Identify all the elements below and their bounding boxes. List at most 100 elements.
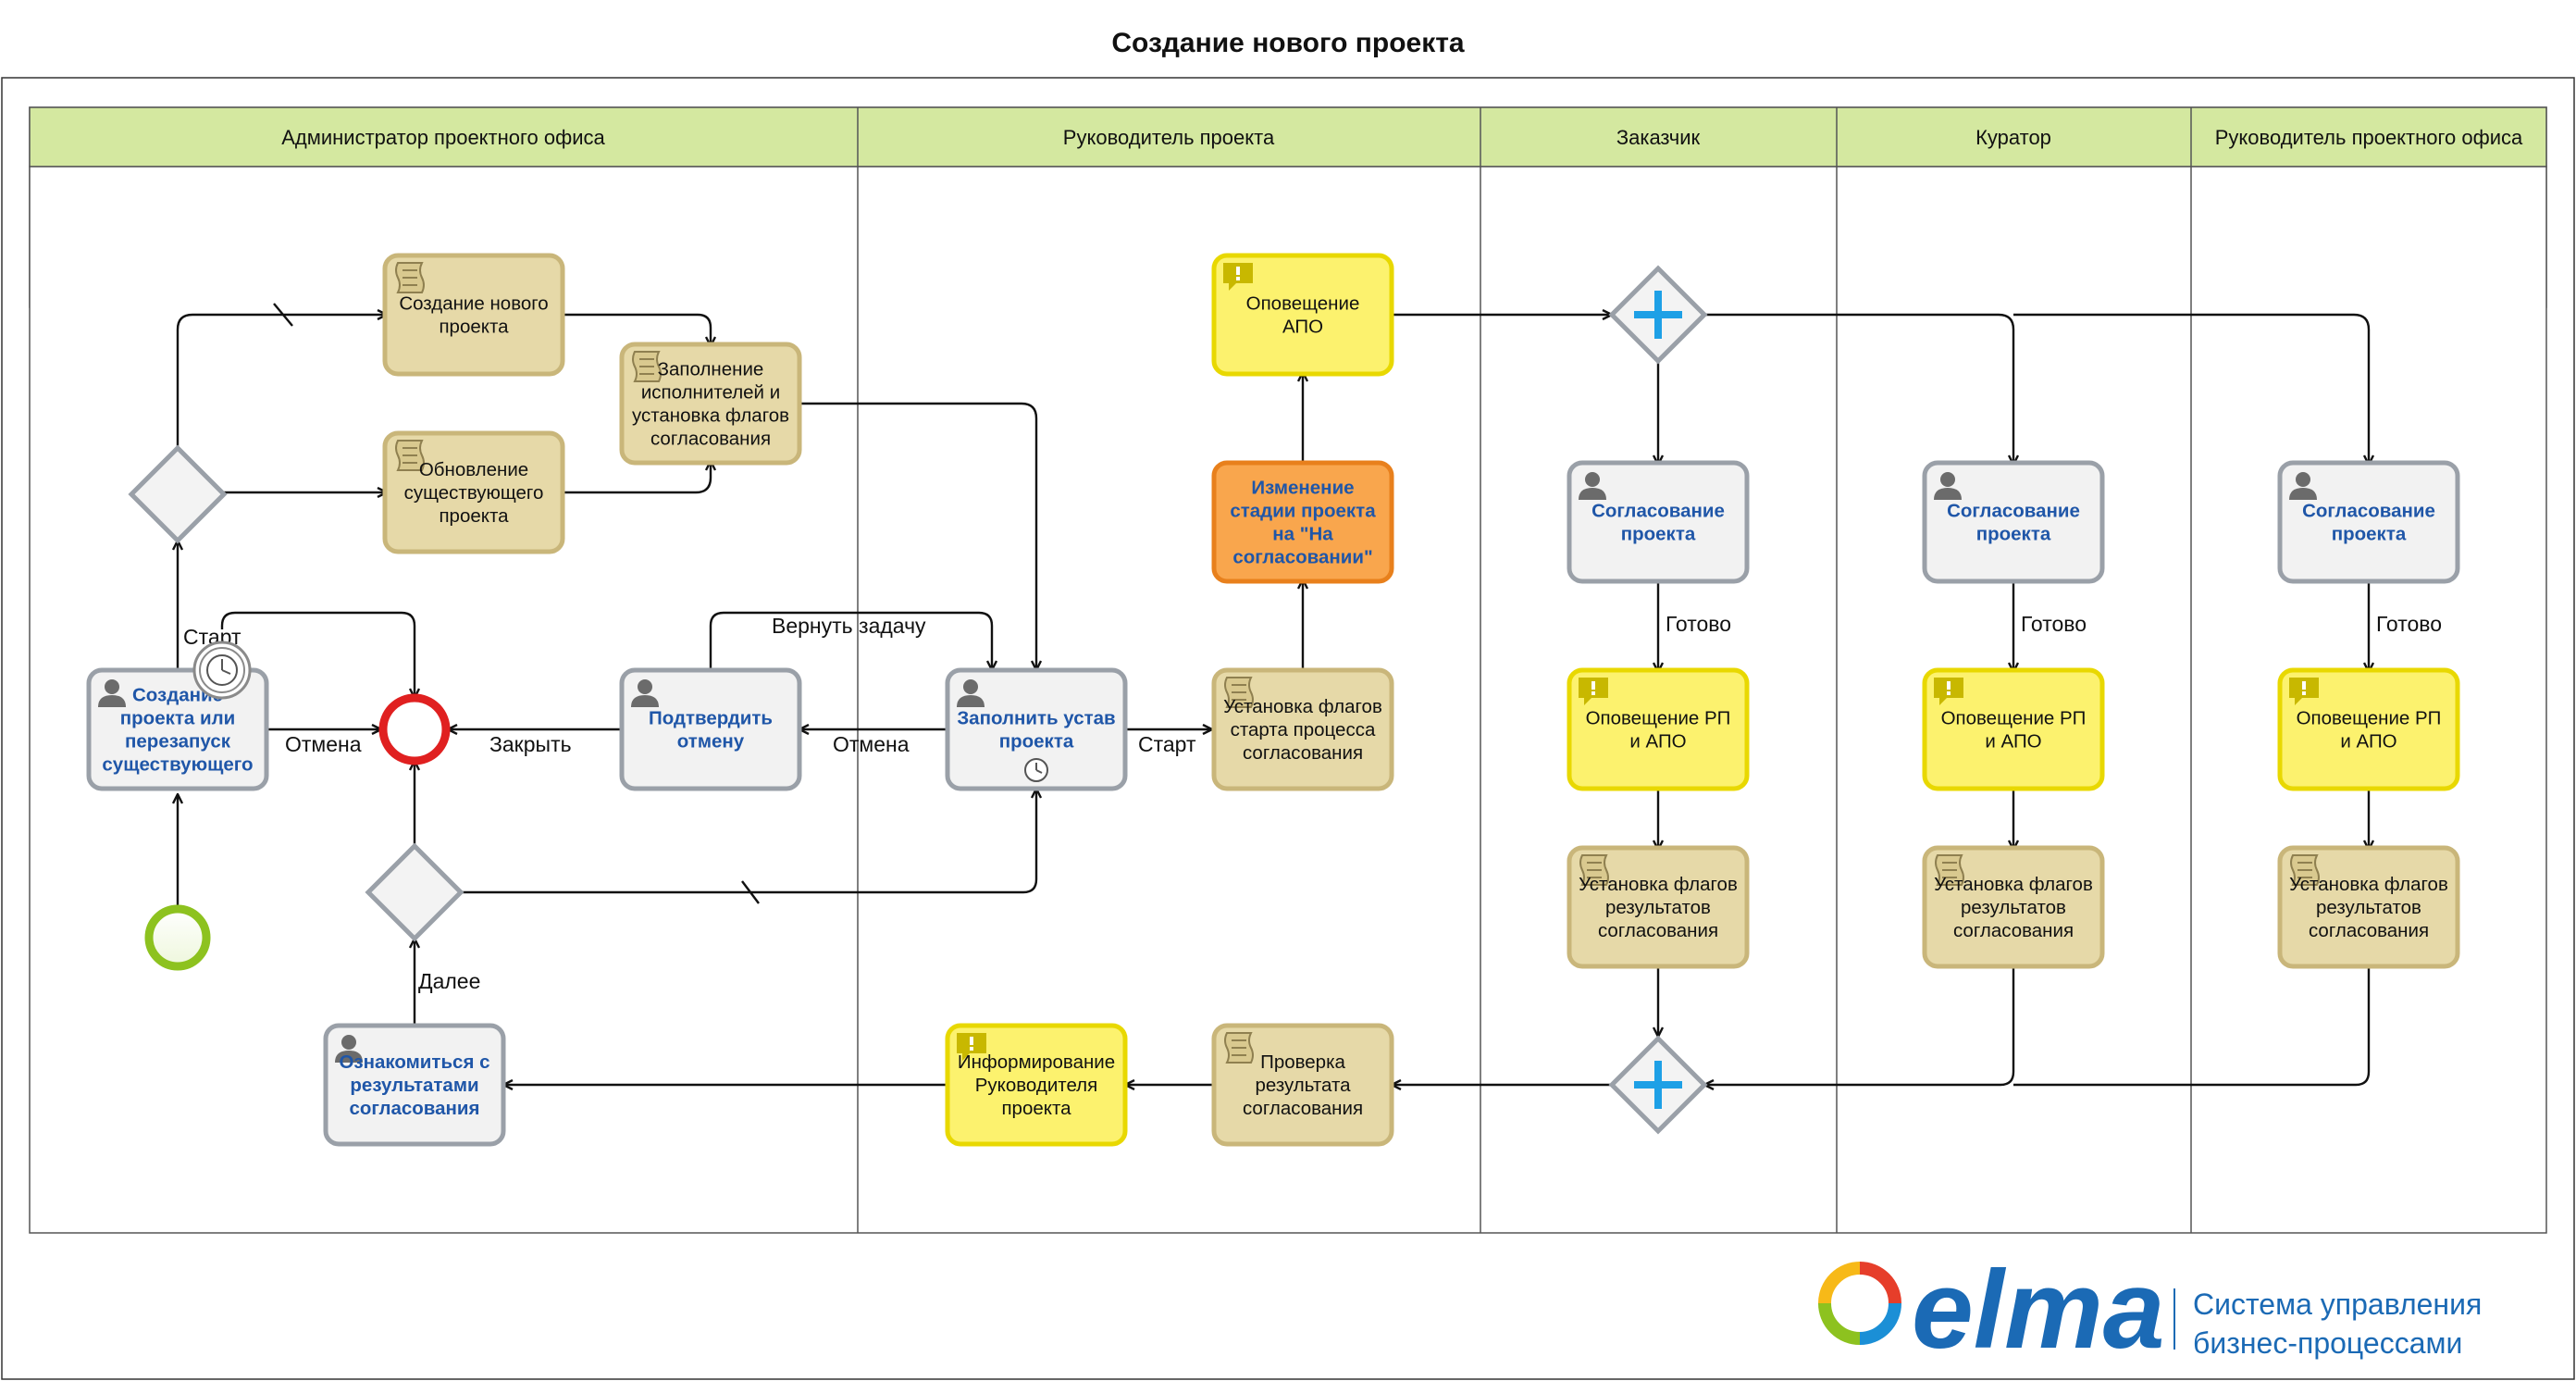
- script-icon: [1579, 854, 1609, 886]
- task-label-line: Руководителя: [975, 1075, 1098, 1096]
- task-label-line: результатов: [1961, 897, 2066, 918]
- outer-frame: [1, 77, 2575, 1380]
- parallel-gateway-join: [1608, 1035, 1708, 1135]
- task-label-line: Информирование: [958, 1051, 1115, 1073]
- task-label-line: стадии проекта: [1230, 501, 1376, 522]
- flow-curator-flags-to-join: [1704, 966, 2015, 1085]
- task-label-line: согласования: [2309, 920, 2429, 941]
- elma-logo: elma Система управления бизнес-процессам…: [1818, 1248, 2482, 1372]
- task-label-line: результатов: [2316, 897, 2421, 918]
- flow-label-cancel: Отмена: [285, 732, 362, 756]
- task-label-line: Оповещение: [1246, 293, 1360, 315]
- flow-split-to-head: [2013, 313, 2369, 465]
- task-label-line: существующего: [102, 754, 253, 776]
- task-label-line: Заполнение: [658, 359, 764, 380]
- task-label-line: и АПО: [1629, 731, 1686, 753]
- flow-label-next: Далее: [418, 969, 480, 993]
- flow-label-start: Старт: [1138, 732, 1196, 756]
- clock-icon: [206, 654, 238, 686]
- default-flow-mark: [273, 303, 293, 327]
- flow-create-new-to-fill: [563, 313, 711, 346]
- user-icon: [1934, 472, 1962, 500]
- flow-label-close: Закрыть: [489, 732, 572, 756]
- task-label-line: Согласование: [2302, 501, 2435, 522]
- task-label-line: Оповещение РП: [1586, 708, 1731, 729]
- timer-boundary-event[interactable]: [192, 641, 252, 700]
- task-label-line: результатов: [1605, 897, 1711, 918]
- task-label-line: Обновление: [419, 459, 528, 480]
- task-label-line: проекта: [439, 317, 509, 338]
- task-label-line: и АПО: [2340, 731, 2396, 753]
- task-label-line: Создание: [132, 685, 223, 706]
- lane-header-row: [29, 106, 2547, 168]
- logo-wordmark: elma: [1912, 1248, 2165, 1372]
- task-label-line: Согласование: [1591, 501, 1725, 522]
- task-label-line: отмену: [677, 731, 745, 753]
- task-label-line: Оповещение РП: [1941, 708, 2087, 729]
- task-label-line: Оповещение РП: [2297, 708, 2442, 729]
- flow-gateway-to-create-new: [176, 315, 387, 448]
- task-notify-customer[interactable]: Оповещение РПи АПО: [1567, 667, 1750, 791]
- notification-icon: [1579, 678, 1608, 705]
- task-label-line: установка флагов: [632, 405, 789, 427]
- task-label-line: проекта: [1976, 524, 2051, 545]
- task-label-line: проекта: [439, 505, 509, 527]
- task-notify-curator[interactable]: Оповещение РПи АПО: [1922, 667, 2105, 791]
- flow-timer-to-end: [220, 611, 415, 698]
- script-icon: [2290, 854, 2320, 886]
- exclusive-gateway-choice: [128, 444, 228, 544]
- lane-title-admin: Администратор проектного офиса: [281, 126, 605, 149]
- plus-icon: [1634, 1061, 1682, 1109]
- task-label-line: Проверка: [1260, 1051, 1345, 1073]
- script-icon: [395, 440, 425, 471]
- task-label-line: АПО: [1282, 317, 1323, 338]
- script-icon: [395, 262, 425, 293]
- user-icon: [1579, 472, 1606, 500]
- start-event: [144, 904, 211, 971]
- user-icon: [631, 679, 659, 707]
- flow-label-done: Готово: [1666, 612, 1731, 636]
- user-icon: [98, 679, 126, 707]
- task-label-line: согласования: [1598, 920, 1718, 941]
- flow-labels: Старт Отмена Закрыть Вернуть задачу Отме…: [183, 612, 2442, 993]
- flow-fill-to-charter: [799, 402, 1036, 670]
- task-label-line: согласования: [1243, 1098, 1363, 1119]
- notification-icon: [1223, 263, 1253, 291]
- user-icon: [957, 679, 985, 707]
- task-label-line: Установка флагов: [2289, 874, 2448, 895]
- notification-icon: [957, 1033, 986, 1061]
- task-label-line: согласования: [650, 429, 771, 450]
- flow-label-done: Готово: [2376, 612, 2442, 636]
- logo-tagline-2: бизнес-процессами: [2193, 1326, 2462, 1360]
- task-label-line: Установка флагов: [1223, 696, 1382, 717]
- notification-icon: [1934, 678, 1963, 705]
- flow-split-to-curator: [1704, 313, 2013, 465]
- task-notify-head[interactable]: Оповещение РПи АПО: [2277, 667, 2460, 791]
- user-icon: [2289, 472, 2317, 500]
- plus-icon: [1634, 291, 1682, 339]
- task-label-line: перезапуск: [125, 731, 231, 753]
- task-label-line: Установка флагов: [1934, 874, 2093, 895]
- task-label-line: проекта: [1001, 1098, 1071, 1119]
- script-icon: [1224, 677, 1254, 708]
- task-label-line: Создание нового: [399, 293, 548, 315]
- task-label-line: исполнителей и: [641, 382, 780, 404]
